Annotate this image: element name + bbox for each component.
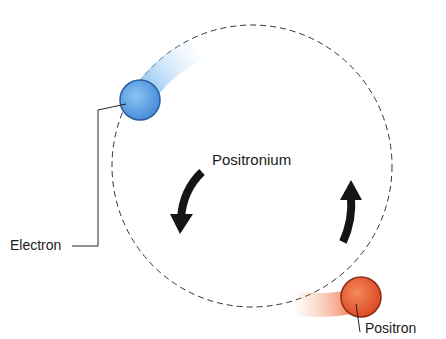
motion-arrowhead — [170, 214, 193, 234]
motion-arrowhead — [340, 180, 362, 200]
motion-arrow — [343, 196, 351, 242]
leader-line — [356, 304, 360, 332]
electron-ball — [120, 80, 160, 120]
part-label: Positron — [365, 321, 416, 336]
leader-line — [72, 104, 126, 246]
part-label: Electron — [10, 238, 61, 253]
orbit-path — [112, 25, 392, 307]
positron-ball — [341, 277, 381, 317]
diagram-title-label: Positronium — [212, 152, 291, 169]
motion-arrow — [181, 172, 202, 218]
